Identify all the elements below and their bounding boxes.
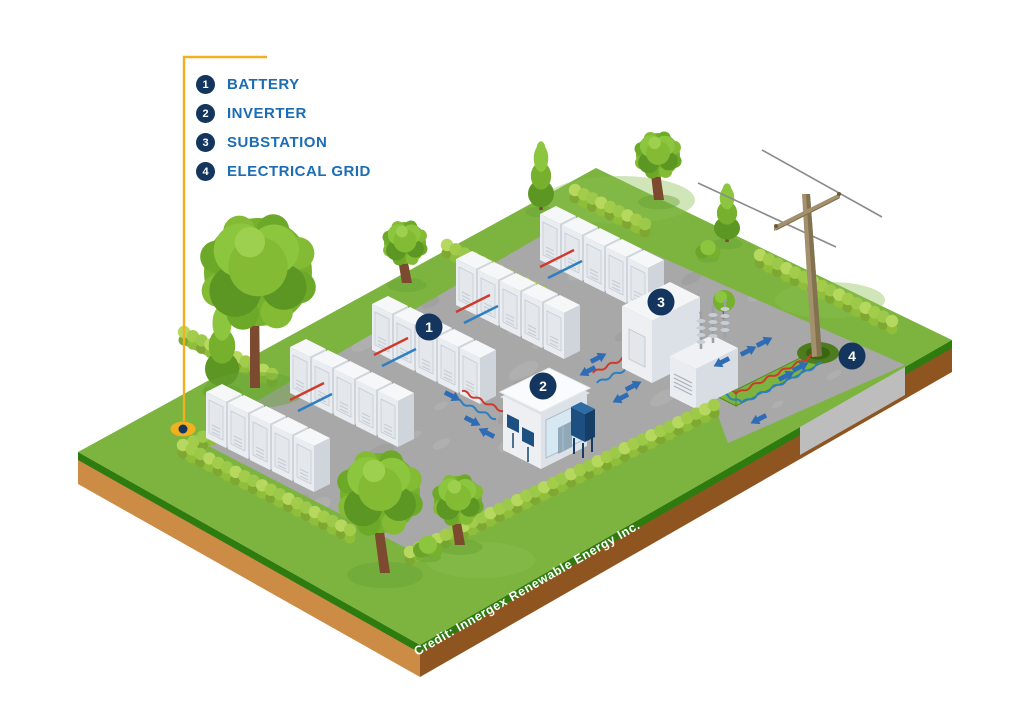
marker-grid-number: 4	[848, 348, 856, 364]
flow-arrow-icon	[478, 427, 496, 439]
foreground-landscaping	[176, 398, 721, 589]
marker-inverter: 2	[529, 372, 557, 400]
battery-row-4	[456, 251, 580, 359]
legend-label-substation: SUBSTATION	[227, 134, 328, 151]
flow-arrow-icon	[755, 336, 773, 348]
hedge	[403, 398, 721, 566]
flow-arrow-icon	[713, 356, 731, 368]
marker-substation-number: 3	[657, 294, 665, 310]
legend-label-electrical-grid: ELECTRICAL GRID	[227, 163, 371, 180]
number-markers: 1 2 3 4	[415, 288, 866, 400]
bush	[413, 535, 443, 563]
tree	[634, 131, 682, 210]
legend-item-inverter: 2 INVERTER	[196, 104, 371, 123]
flow-arrow-icon	[777, 370, 795, 382]
flow-arrow-icon	[739, 345, 757, 357]
tree	[200, 214, 316, 408]
conifer-tree	[525, 141, 557, 218]
substation-building	[622, 282, 738, 409]
marker-inverter-number: 2	[539, 378, 547, 394]
battery-row-1	[206, 384, 330, 492]
dc-cable-links	[289, 248, 583, 413]
marker-battery-number: 1	[425, 319, 433, 335]
legend-leader	[170, 55, 267, 437]
legend-item-substation: 3 SUBSTATION	[196, 133, 371, 152]
flow-arrow-icon	[589, 352, 607, 364]
legend-number-badge: 4	[196, 162, 215, 181]
tree	[432, 474, 484, 555]
marker-battery: 1	[415, 313, 443, 341]
flow-arrow-icon	[750, 413, 768, 425]
flow-arrow-icon	[612, 392, 630, 404]
battery-row-5	[540, 206, 664, 314]
flow-arrow-icon	[624, 380, 642, 392]
legend-label-inverter: INVERTER	[227, 105, 307, 122]
legend-number-badge: 3	[196, 133, 215, 152]
legend-number-badge: 2	[196, 104, 215, 123]
conifer-tree	[711, 183, 743, 250]
legend-label-battery: BATTERY	[227, 76, 300, 93]
legend-leader-line	[182, 55, 267, 421]
legend-item-electrical-grid: 4 ELECTRICAL GRID	[196, 162, 371, 181]
tree	[382, 220, 428, 292]
flow-arrow-icon	[579, 365, 597, 377]
marker-electrical-grid: 4	[838, 342, 866, 370]
flow-arrow-icon	[443, 390, 461, 402]
flow-arrow-icon	[463, 415, 481, 427]
utility-pole	[697, 149, 883, 357]
legend-number-badge: 1	[196, 75, 215, 94]
flow-arrow-icon	[791, 361, 809, 373]
bush	[695, 239, 721, 263]
battery-row-2	[290, 339, 414, 447]
legend: 1 BATTERY 2 INVERTER 3 SUBSTATION 4 ELEC…	[196, 75, 371, 181]
hedge	[568, 183, 652, 238]
legend-item-battery: 1 BATTERY	[196, 75, 371, 94]
marker-substation: 3	[647, 288, 675, 316]
leader-endpoint-dot	[178, 424, 188, 434]
flow-arrows	[443, 336, 809, 439]
hedge	[753, 248, 899, 335]
tree	[337, 450, 423, 589]
hedge	[176, 438, 357, 544]
